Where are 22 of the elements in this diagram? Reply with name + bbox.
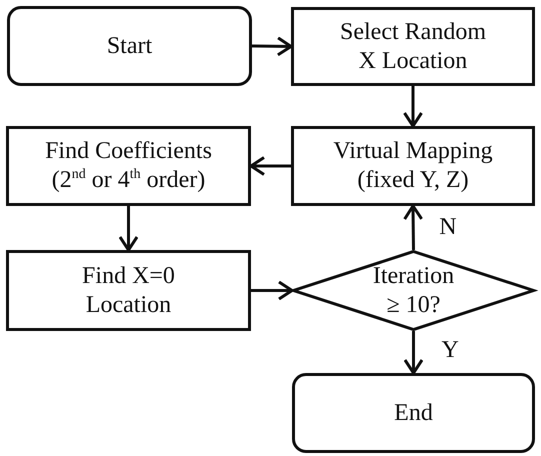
arrow [403, 204, 424, 250]
terminal-label: End [394, 398, 433, 428]
process-box [291, 126, 535, 206]
process-box [6, 250, 251, 331]
arrow [118, 206, 138, 252]
terminal-box [7, 6, 252, 86]
process-box [291, 7, 535, 86]
arrow [403, 86, 423, 128]
arrow [252, 36, 292, 56]
terminal-box [292, 373, 535, 453]
edge-label: Y [442, 337, 459, 363]
process-box [6, 126, 251, 206]
edge-label: N [439, 214, 457, 240]
arrow [251, 280, 294, 300]
step-label: Select Random X Location [339, 18, 487, 76]
arrow [250, 156, 291, 176]
step-label: Find Coefficients (2$^{nd}$ or 4$^{th}$ order) [44, 137, 213, 195]
step-label: Virtual Mapping (fixed Y, Z) [332, 137, 494, 195]
step-label: Find X=0 Location [81, 262, 176, 320]
terminal-label: Start [106, 32, 152, 60]
arrow [404, 331, 424, 374]
decision-label: Iteration ≥ 10? [372, 262, 456, 320]
